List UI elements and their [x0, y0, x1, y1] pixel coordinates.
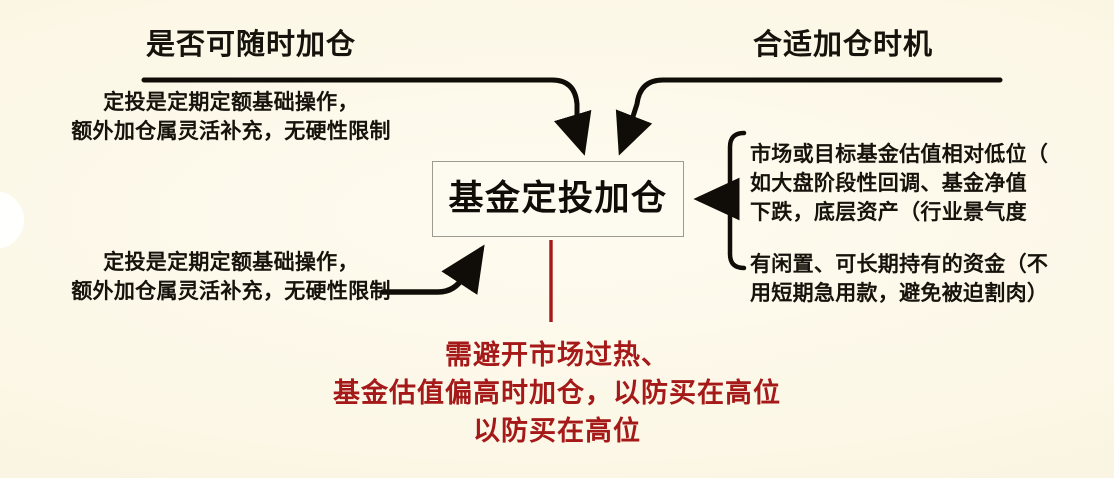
branch-top-left: 定投是定期定额基础操作， 额外加仓属灵活补充，无硬性限制 [71, 91, 391, 143]
central-node: 基金定投加仓 [432, 161, 684, 237]
central-node-label: 基金定投加仓 [448, 179, 668, 218]
branch-bottom-right: 有闲置、可长期持有的资金（不 用短期急用款，避免被迫割肉） [750, 253, 1049, 305]
heading-right: 合适加仓时机 [753, 29, 934, 61]
branch-top-right: 市场或目标基金估值相对低位（ 如大盘阶段性回调、基金净值 下跌，底层资产（行业景… [750, 143, 1049, 224]
heading-left: 是否可随时加仓 [146, 29, 357, 61]
warning-text: 需避开市场过热、 基金估值偏高时加仓，以防买在高位 以防买在高位 [333, 340, 781, 446]
branch-bottom-left: 定投是定期定额基础操作， 额外加仓属灵活补充，无硬性限制 [71, 251, 391, 303]
